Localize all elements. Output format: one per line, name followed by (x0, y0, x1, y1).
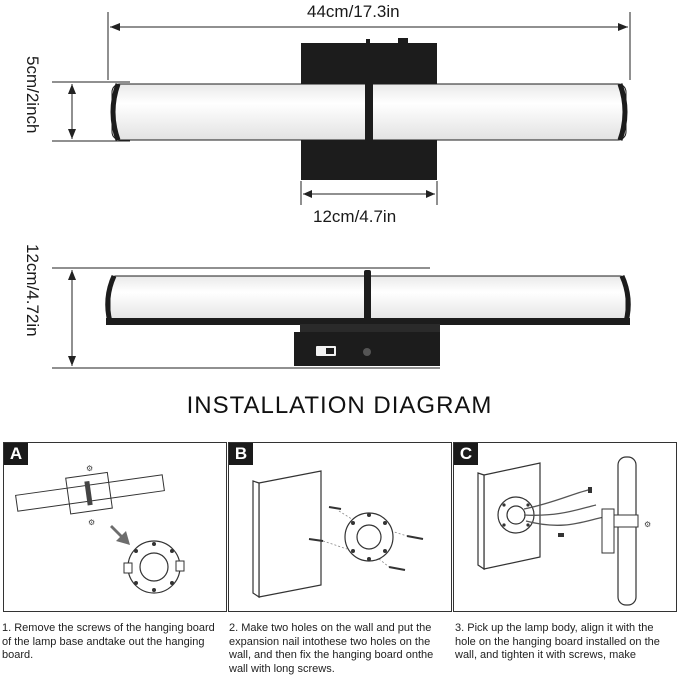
step-c-panel: C ⚙ (453, 442, 677, 612)
b-guide-1 (338, 510, 356, 522)
a-base-outline (65, 471, 113, 515)
hanging-board-icon (123, 540, 185, 594)
height-label: 5cm/2inch (23, 56, 42, 134)
arrowhead-base-left (303, 190, 312, 198)
b-screw-2 (388, 566, 406, 571)
step-b-caption: 2. Make two holes on the wall and put th… (229, 622, 434, 675)
hanging-board-icon (497, 496, 535, 534)
left-end-cap (110, 83, 121, 141)
step-b-badge: B (229, 443, 253, 465)
b-nail-2 (308, 538, 324, 542)
cable-stub (366, 39, 370, 44)
switch-knob (398, 38, 408, 44)
center-clamp (365, 78, 373, 148)
step-c-caption: 3. Pick up the lamp body, align it with … (455, 622, 660, 661)
c-wall-edge (477, 472, 485, 571)
b-wall (258, 470, 322, 598)
screw-icon: ⚙ (644, 520, 651, 529)
base-width-label: 12cm/4.7in (313, 207, 397, 226)
arrowhead-base-right (426, 190, 435, 198)
arrowhead-bottom (68, 129, 76, 139)
a-clamp (84, 480, 93, 506)
side-right-cap (619, 274, 631, 323)
side-clamp (364, 270, 371, 326)
front-view-drawing (52, 12, 631, 205)
down-arrow-icon (110, 525, 130, 545)
screw-icon (363, 348, 371, 356)
step-a-caption: 1. Remove the screws of the hanging boar… (2, 622, 215, 661)
wire-connector-1 (588, 487, 592, 493)
step-c-badge: C (454, 443, 478, 465)
side-view-drawing (52, 267, 631, 369)
wire-2 (523, 504, 597, 516)
arrowhead-top (68, 84, 76, 94)
installation-title: INSTALLATION DIAGRAM (186, 392, 493, 419)
arrowhead-depth-top (68, 270, 76, 280)
screw-icon-bottom: ⚙ (88, 518, 95, 527)
wire-connector-2 (558, 533, 564, 537)
b-guide-3 (390, 530, 408, 537)
right-end-cap (617, 83, 628, 141)
c-lamp-tube (617, 456, 637, 606)
width-label: 44cm/17.3in (307, 2, 400, 21)
step-a-panel: A ⚙ ⚙ (3, 442, 227, 612)
step-b-panel: B (228, 442, 452, 612)
b-wall-edge (252, 480, 260, 599)
c-lamp-clamp (613, 514, 639, 528)
step-b-illustration (252, 470, 424, 599)
b-guide-2 (322, 540, 348, 550)
side-left-cap (105, 274, 117, 323)
screw-icon-top: ⚙ (86, 464, 93, 473)
b-nail-1 (328, 506, 342, 510)
switch-toggle (326, 348, 334, 354)
step-a-illustration: ⚙ ⚙ (15, 464, 185, 594)
hanging-board-icon (344, 512, 394, 562)
b-screw-1 (406, 535, 424, 540)
step-c-illustration: ⚙ (477, 456, 651, 606)
step-a-badge: A (4, 443, 28, 465)
depth-label: 12cm/4.72in (23, 244, 42, 337)
arrowhead-right (618, 23, 628, 31)
wire-3 (525, 516, 605, 526)
arrowhead-left (110, 23, 120, 31)
b-guide-4 (378, 558, 390, 568)
wire-1 (523, 488, 593, 510)
c-lamp-base (601, 508, 615, 554)
arrowhead-depth-bottom (68, 356, 76, 366)
side-bracket (300, 324, 440, 332)
